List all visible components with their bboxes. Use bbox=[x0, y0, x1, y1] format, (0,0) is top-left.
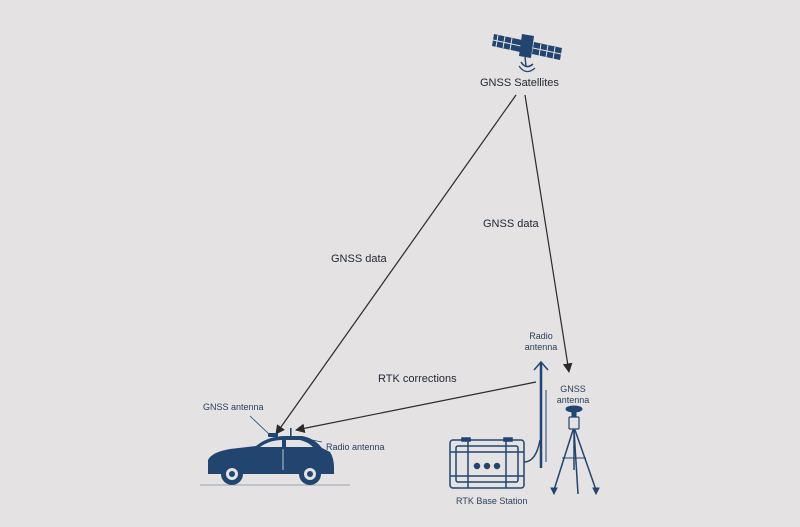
label-car-radio-antenna: Radio antenna bbox=[326, 442, 385, 452]
label-base-radio-antenna-line1: Radio bbox=[529, 331, 553, 341]
arrow-gnss-to-car bbox=[275, 94, 517, 435]
tripod-antenna-icon bbox=[550, 405, 600, 496]
label-gnss-data-base: GNSS data bbox=[483, 218, 539, 230]
label-base-gnss-antenna-line2: antenna bbox=[556, 395, 590, 405]
label-base-gnss-antenna: GNSS antenna bbox=[550, 384, 596, 406]
label-base-radio-antenna-line2: antenna bbox=[524, 342, 558, 352]
label-gnss-satellites: GNSS Satellites bbox=[480, 77, 559, 89]
label-gnss-data-car: GNSS data bbox=[331, 253, 387, 265]
label-rtk-base-station: RTK Base Station bbox=[456, 496, 528, 506]
label-car-gnss-antenna: GNSS antenna bbox=[203, 402, 264, 412]
car-icon bbox=[208, 428, 334, 485]
base-station-icon bbox=[449, 437, 541, 489]
leader-gnss-antenna bbox=[249, 415, 271, 436]
label-base-radio-antenna: Radio antenna bbox=[518, 331, 564, 353]
arrow-rtk-corrections bbox=[295, 381, 537, 434]
arrow-gnss-to-base bbox=[524, 94, 573, 373]
label-base-gnss-antenna-line1: GNSS bbox=[560, 384, 586, 394]
satellite-icon bbox=[492, 34, 562, 73]
label-rtk-corrections: RTK corrections bbox=[378, 373, 457, 385]
radio-mast-icon bbox=[533, 360, 549, 468]
